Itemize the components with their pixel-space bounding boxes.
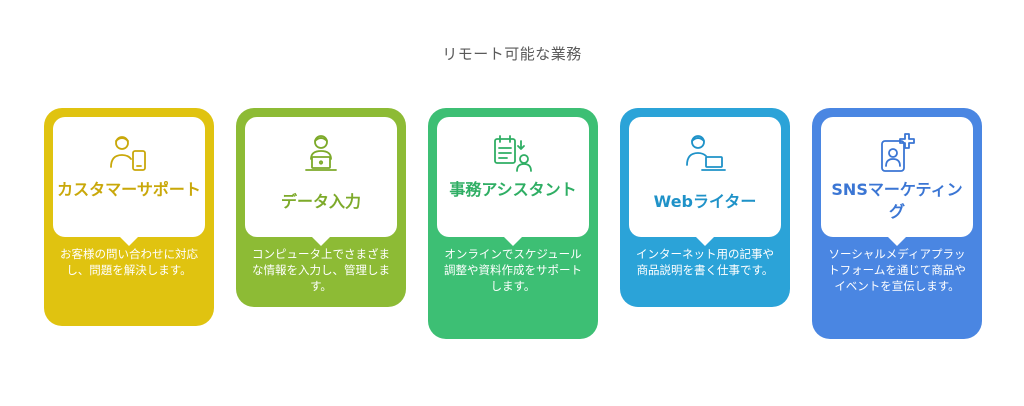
card-label: SNSマーケティング (831, 180, 963, 221)
person-computer-icon (686, 135, 726, 171)
card-data-entry: データ入力 コンピュータ上でさまざまな情報を入力し、管理します。 (236, 108, 406, 307)
card-label: Webライター (653, 192, 757, 211)
card-label: データ入力 (280, 192, 361, 211)
card-customer-support: カスタマーサポート お客様の問い合わせに対応し、問題を解決します。 (44, 108, 214, 326)
card-label: 事務アシスタント (449, 180, 577, 199)
card-description: コンピュータ上でさまざまな情報を入力し、管理します。 (252, 247, 390, 293)
diagram-title: リモート可能な業務 (442, 45, 582, 63)
card-sns-marketing: SNSマーケティング ソーシャルメディアプラットフォームを通じて商品やイベントを… (812, 108, 982, 339)
card-description: お客様の問い合わせに対応し、問題を解決します。 (60, 247, 198, 277)
card-header: Webライター (629, 117, 781, 246)
card-office-assistant: 事務アシスタント オンラインでスケジュール調整や資料作成をサポートします。 (428, 108, 598, 339)
card-header: データ入力 (245, 117, 397, 246)
card-description: ソーシャルメディアプラットフォームを通じて商品やイベントを宣伝します。 (828, 247, 966, 293)
person-laptop-icon (305, 135, 337, 171)
card-description: オンラインでスケジュール調整や資料作成をサポートします。 (444, 247, 582, 293)
person-tablet-icon (110, 136, 146, 171)
card-description: インターネット用の記事や商品説明を書く仕事です。 (636, 247, 774, 277)
card-label: カスタマーサポート (57, 180, 201, 199)
card-header: 事務アシスタント (437, 117, 589, 246)
card-header: カスタマーサポート (53, 117, 205, 246)
profile-plus-icon (881, 133, 915, 172)
card-web-writer: Webライター インターネット用の記事や商品説明を書く仕事です。 (620, 108, 790, 307)
card-header: SNSマーケティング (821, 117, 973, 246)
schedule-person-icon (494, 135, 532, 172)
